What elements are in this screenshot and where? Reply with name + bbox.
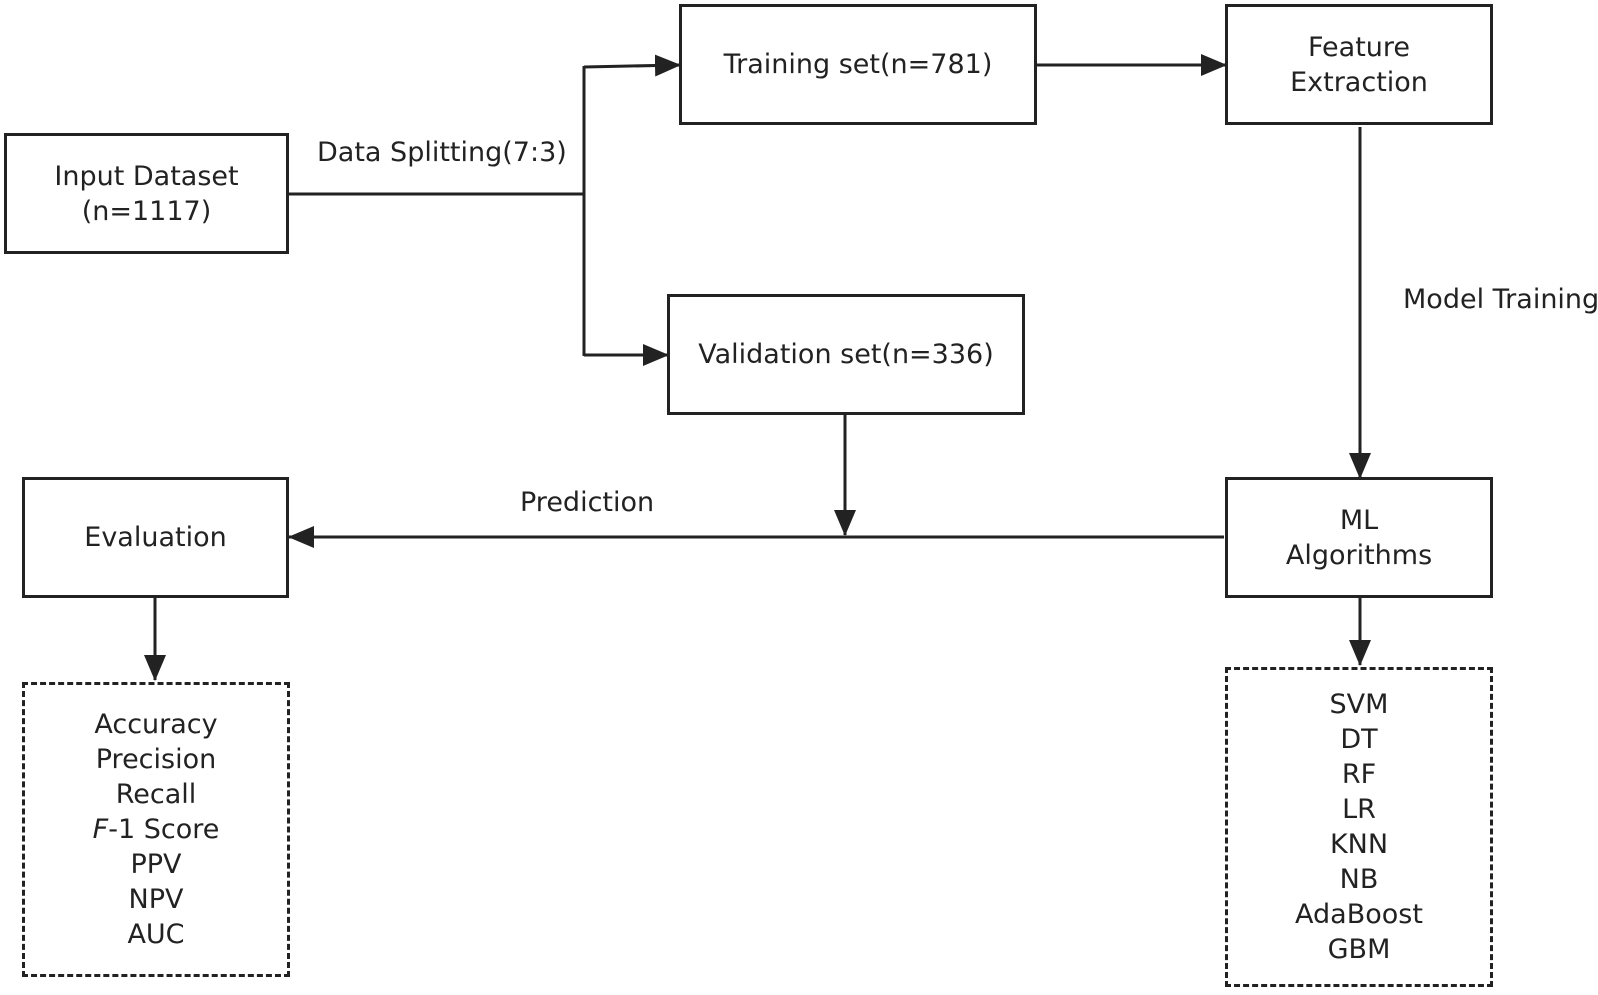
algorithm-item: SVM [1329, 689, 1389, 720]
ml-algorithms-label-line1: ML [1339, 504, 1379, 536]
arrow-split-to-training [583, 54, 681, 77]
metric-item-f1: F-1 Score [93, 812, 220, 847]
algorithm-item: NB [1339, 864, 1379, 895]
metric-item: Precision [95, 744, 217, 775]
training-set-label: Training set(n=781) [723, 49, 993, 80]
input-dataset-box: Input Dataset (n=1117) [4, 133, 289, 254]
algorithm-item: AdaBoost [1295, 899, 1423, 930]
algorithm-item: LR [1342, 794, 1376, 825]
input-dataset-count: (n=1117) [81, 195, 212, 227]
training-set-box: Training set(n=781) [679, 4, 1037, 125]
feature-extraction-label-line2: Extraction [1290, 66, 1428, 98]
feature-extraction-box: Feature Extraction [1225, 4, 1493, 125]
data-splitting-label: Data Splitting(7:3) [317, 137, 567, 168]
metric-item: NPV [128, 884, 184, 915]
metrics-box: Accuracy Precision Recall F-1 Score PPV … [22, 682, 290, 977]
validation-set-label: Validation set(n=336) [698, 339, 994, 370]
metric-item: AUC [127, 919, 185, 950]
model-training-label: Model Training [1403, 284, 1598, 315]
metric-item: Accuracy [94, 709, 218, 740]
metric-item: PPV [130, 849, 182, 880]
algorithm-item: RF [1341, 759, 1377, 790]
algorithm-item: GBM [1327, 934, 1391, 965]
f1-italic-letter: F [92, 814, 109, 845]
ml-algorithms-box: ML Algorithms [1225, 477, 1493, 598]
algorithm-item: DT [1340, 724, 1378, 755]
evaluation-box: Evaluation [22, 477, 289, 598]
metric-item: Recall [115, 779, 197, 810]
prediction-label: Prediction [520, 487, 655, 518]
evaluation-label: Evaluation [84, 522, 227, 553]
validation-set-box: Validation set(n=336) [667, 294, 1025, 415]
algorithms-box: SVM DT RF LR KNN NB AdaBoost GBM [1225, 667, 1493, 987]
ml-algorithms-label-line2: Algorithms [1285, 539, 1433, 571]
algorithm-item: KNN [1329, 829, 1389, 860]
input-dataset-label: Input Dataset [54, 160, 239, 192]
feature-extraction-label-line1: Feature [1307, 31, 1411, 63]
f1-suffix: -1 Score [108, 814, 220, 845]
